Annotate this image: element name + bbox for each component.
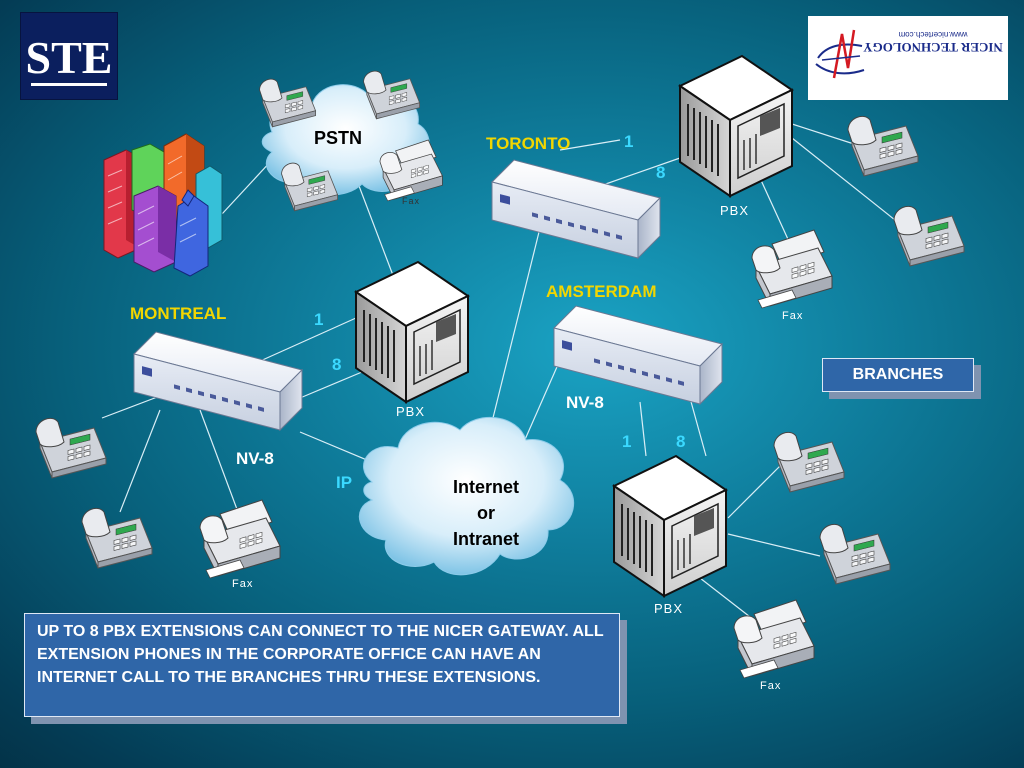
site-label-toronto: TORONTO [486,134,571,153]
gateway-label: NV-8 [566,393,604,412]
port-label-first: 1 [314,310,324,329]
montreal-phone-icon [81,507,153,569]
city-buildings-icon [103,133,223,277]
internet-label: Internet or Intranet [452,477,519,549]
site-label-amsterdam: AMSTERDAM [546,282,657,301]
ste-logo-icon: STE [20,12,118,100]
port-label-first: 1 [622,432,632,451]
port-label-first: 1 [624,132,634,151]
fax-caption: Fax [760,680,782,692]
amsterdam-fax-icon [733,599,815,679]
pstn-label: PSTN [314,128,363,148]
montreal-phone-icon [35,417,107,479]
connection-lines [101,123,901,621]
amsterdam-gateway-icon [553,305,723,405]
company-url: www.nicertech.com [898,30,968,39]
branches-button[interactable]: BRANCHES [822,358,974,392]
pbx-caption: PBX [654,601,684,616]
montreal-fax-icon [199,499,281,579]
pbx-caption: PBX [720,203,750,218]
amsterdam-phone-icon [773,431,845,493]
pbx-caption: PBX [396,404,426,419]
nicer-logo-text: NICER TECHNOLOGY www.nicertech.com [863,30,1003,55]
amsterdam-pbx-icon [613,455,727,597]
toronto-phone-icon [847,115,919,177]
fax-caption: Fax [232,578,254,590]
fax-caption: Fax [402,196,421,206]
gateway-label: NV-8 [236,449,274,468]
ste-logo-text: STE [26,32,113,83]
toronto-phone-icon [893,205,965,267]
toronto-fax-icon [751,229,833,309]
amsterdam-phone-icon [819,523,891,585]
port-label-last: 8 [676,432,686,451]
company-name: NICER TECHNOLOGY [863,40,1003,55]
nicer-logo-icon [808,16,1008,100]
internet-cloud-icon [358,416,575,576]
fax-caption: Fax [782,310,804,322]
port-label-last: 8 [332,355,342,374]
port-label-last: 8 [656,163,666,182]
ip-link-label: IP [336,473,353,492]
montreal-pbx-icon [355,261,469,403]
montreal-gateway-icon [133,331,303,431]
site-label-montreal: MONTREAL [130,304,227,323]
description-text-box: UP TO 8 PBX EXTENSIONS CAN CONNECT TO TH… [24,613,620,717]
toronto-gateway-icon [491,159,661,259]
toronto-pbx-icon [679,55,793,197]
